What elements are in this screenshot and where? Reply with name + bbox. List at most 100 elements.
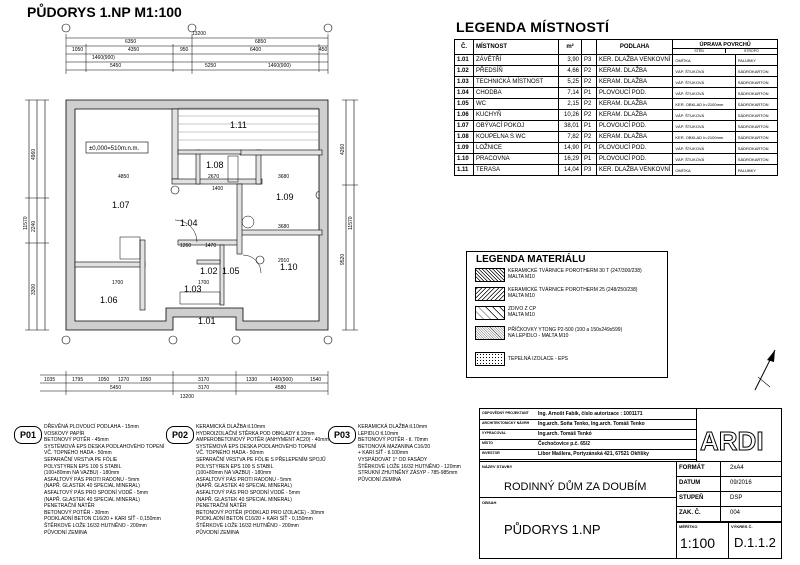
room-legend-cell: 16,29 — [558, 153, 582, 165]
material-legend — [466, 251, 668, 378]
dim-top-total: 13200 — [192, 31, 206, 37]
composition-layer: SEPARAČNÍ VRSTVA PE FÓLIE — [44, 456, 118, 463]
composition-layer: STRUKNÍ ZHUTNĚNÝ ZÁSYP - 785-985mm — [358, 470, 458, 477]
dim-bottom-part-2: 3170 — [198, 385, 209, 391]
dim-bottom-sub-7: 1330 — [246, 377, 257, 383]
room-legend-cell: VÁP. ŠTUKOVÁ — [672, 76, 736, 88]
dim-bottom-sub-9: 1540 — [310, 377, 321, 383]
dim-bottom-total: 13200 — [180, 394, 194, 400]
drawing-number: D.1.1.2 — [734, 535, 776, 550]
composition-layer: (NAPŘ. GLASTEK 40 SPECIAL MINERAL) — [196, 483, 292, 490]
material-swatch-eps — [475, 352, 505, 366]
room-legend-cell: PLOVOUCÍ POD. — [595, 142, 674, 154]
composition-code-p02: P02 — [166, 426, 194, 444]
room-legend-cell: VÁP. ŠTUKOVÁ — [672, 87, 736, 99]
composition-layer: LEPIDLO tl.10mm — [358, 430, 399, 437]
composition-layer: BETONOVÝ POTĚR - 30mm — [44, 509, 109, 516]
room-legend-cell: KERAM. DLAŽBA — [595, 98, 674, 110]
room-legend-cell: SÁDROKARTON — [734, 131, 779, 143]
dim-right-part-2: 9520 — [340, 254, 346, 265]
title-block-label: VYPRACOVAL — [482, 431, 507, 435]
room-1-08: 1.08 — [206, 160, 224, 170]
composition-layer: KERAMICKÁ DLAŽBA tl.10mm — [196, 424, 266, 430]
room-legend-cell: 14,90 — [558, 142, 582, 154]
room-legend-cell: ZÁVĚTŘÍ — [473, 54, 559, 66]
composition-layer: ŠTĚRKOVÉ LOŽE 16/32 HUTNĚNO - 200mm — [196, 522, 299, 529]
material-item-2: KERAMICKÉ TVÁRNICE POROTHERM 25 (248/250… — [508, 287, 638, 299]
room-legend-cell: 2,15 — [558, 98, 582, 110]
room-legend-cell: KER. DLAŽBA VENKOVNÍ — [595, 164, 674, 176]
room-legend-cell: OMÍTKA — [672, 164, 736, 176]
room-legend-cell: KOUPELNA S WC — [473, 131, 559, 143]
room-legend-cell: KER. DLAŽBA VENKOVNÍ — [595, 54, 674, 66]
room-legend-cell: KERAM. DLAŽBA — [595, 131, 674, 143]
composition-layer: SYSTÉMOVÁ EPS DESKA PODLAHOVÉHO TOPENÍ — [196, 443, 317, 450]
composition-layer: BETONOVÝ POTĚR - 45mm — [44, 437, 109, 444]
room-legend-cell: TECHNICKÁ MÍSTNOST — [473, 76, 559, 88]
room-legend-cell: 14,04 — [558, 164, 582, 176]
room-legend-cell: 1.01 — [454, 54, 474, 66]
room-legend-cell: SÁDROKARTON — [734, 142, 779, 154]
composition-layer: ŠTĚRKOVÉ LOŽE 16/32 HUTNĚNO - 120mm — [358, 463, 461, 470]
material-legend-title: LEGENDA MATERIÁLU — [476, 254, 586, 265]
dim-inner-10: 1700 — [198, 280, 209, 286]
level-mark: ±0,000=510m.n.m. — [89, 146, 139, 152]
dim-inner-8: 1700 — [112, 280, 123, 286]
dim-top-sub-1: 1050 — [72, 47, 83, 53]
material-item-5: TEPELNÁ IZOLACE - EPS — [508, 356, 569, 362]
title-block-value: Ing.arch. Soňa Tenko, Ing.arch. Tomáš Te… — [538, 421, 645, 427]
room-1-02: 1.02 — [200, 266, 218, 276]
composition-layer: BETONOVÝ POTĚR (PODKLAD PRO IZOLACE) - 3… — [196, 509, 325, 516]
room-legend-cell: 1.05 — [454, 98, 474, 110]
room-legend-cell: KUCHYŇ — [473, 109, 559, 121]
composition-layer: DŘEVĚNÁ PLOVOUCÍ PODLAHA - 15mm — [44, 424, 139, 430]
title-block-value: Libor Mašlera, Portyzánská 421, 67521 Ok… — [538, 451, 649, 457]
dim-top-row4-2: 5250 — [205, 63, 216, 69]
room-legend-cell: CHODBA — [473, 87, 559, 99]
room-legend-cell: 4,66 — [558, 65, 582, 77]
composition-layer: PODKLADNÍ BETON C16/20 + KARI SÍŤ - 0,15… — [44, 516, 161, 523]
room-legend-cell: 7,14 — [558, 87, 582, 99]
room-1-05: 1.05 — [222, 266, 240, 276]
composition-layer: VOSKOVÝ PAPÍR — [44, 430, 85, 437]
composition-layer: SEPARAČNÍ VRSTVA PE FÓLIE S PŘELEPENÍM S… — [196, 456, 326, 463]
composition-layer: KERAMICKÁ DLAŽBA tl.10mm — [358, 424, 428, 430]
room-legend-cell: 1.11 — [454, 164, 474, 176]
composition-layer: BETONOVÁ MAZANINA C16/20 — [358, 443, 431, 450]
composition-layer: VYSPÁDOVAT 1° OD FASÁDY — [358, 456, 428, 463]
dim-bottom-sub-3: 1050 — [98, 377, 109, 383]
room-legend-cell: LOŽNICE — [473, 142, 559, 154]
composition-layer: (100+80mm NA VAZBU) - 180mm — [196, 470, 272, 477]
room-legend-cell: VÁP. ŠTUKOVÁ — [672, 120, 736, 132]
room-legend-cell: 1.08 — [454, 131, 474, 143]
room-legend-cell: SÁDROKARTON — [734, 109, 779, 121]
scale-label: MĚŘÍTKO — [679, 524, 698, 529]
room-legend-cell: 7,82 — [558, 131, 582, 143]
dim-top-sub-2: 4350 — [128, 47, 139, 53]
room-legend-cell: VÁP. ŠTUKOVÁ — [672, 142, 736, 154]
floor-plan: 13200 6350 6850 1050 4350 950 6400 450 1… — [23, 23, 358, 400]
drawing-content: PŮDORYS 1.NP — [504, 522, 601, 537]
composition-code-p03: P03 — [328, 426, 356, 444]
room-legend-cell: 1.02 — [454, 65, 474, 77]
material-swatch-porotherm25 — [475, 287, 505, 301]
composition-layer: PODKLADNÍ BETON C16/20 + KARI SÍŤ - 0,15… — [196, 516, 313, 523]
col-header-code — [581, 39, 597, 55]
dim-top-part-2: 6850 — [255, 39, 266, 45]
room-legend-cell: TERASA — [473, 164, 559, 176]
dim-inner-6: 1400 — [212, 186, 223, 192]
dim-top-row4-1: 5450 — [110, 63, 121, 69]
col-header-floor: PODLAHA — [595, 39, 674, 55]
room-legend-cell: PALUBKY — [734, 54, 779, 66]
project-name: RODINNÝ DŮM ZA DOUBÍM — [504, 481, 647, 493]
